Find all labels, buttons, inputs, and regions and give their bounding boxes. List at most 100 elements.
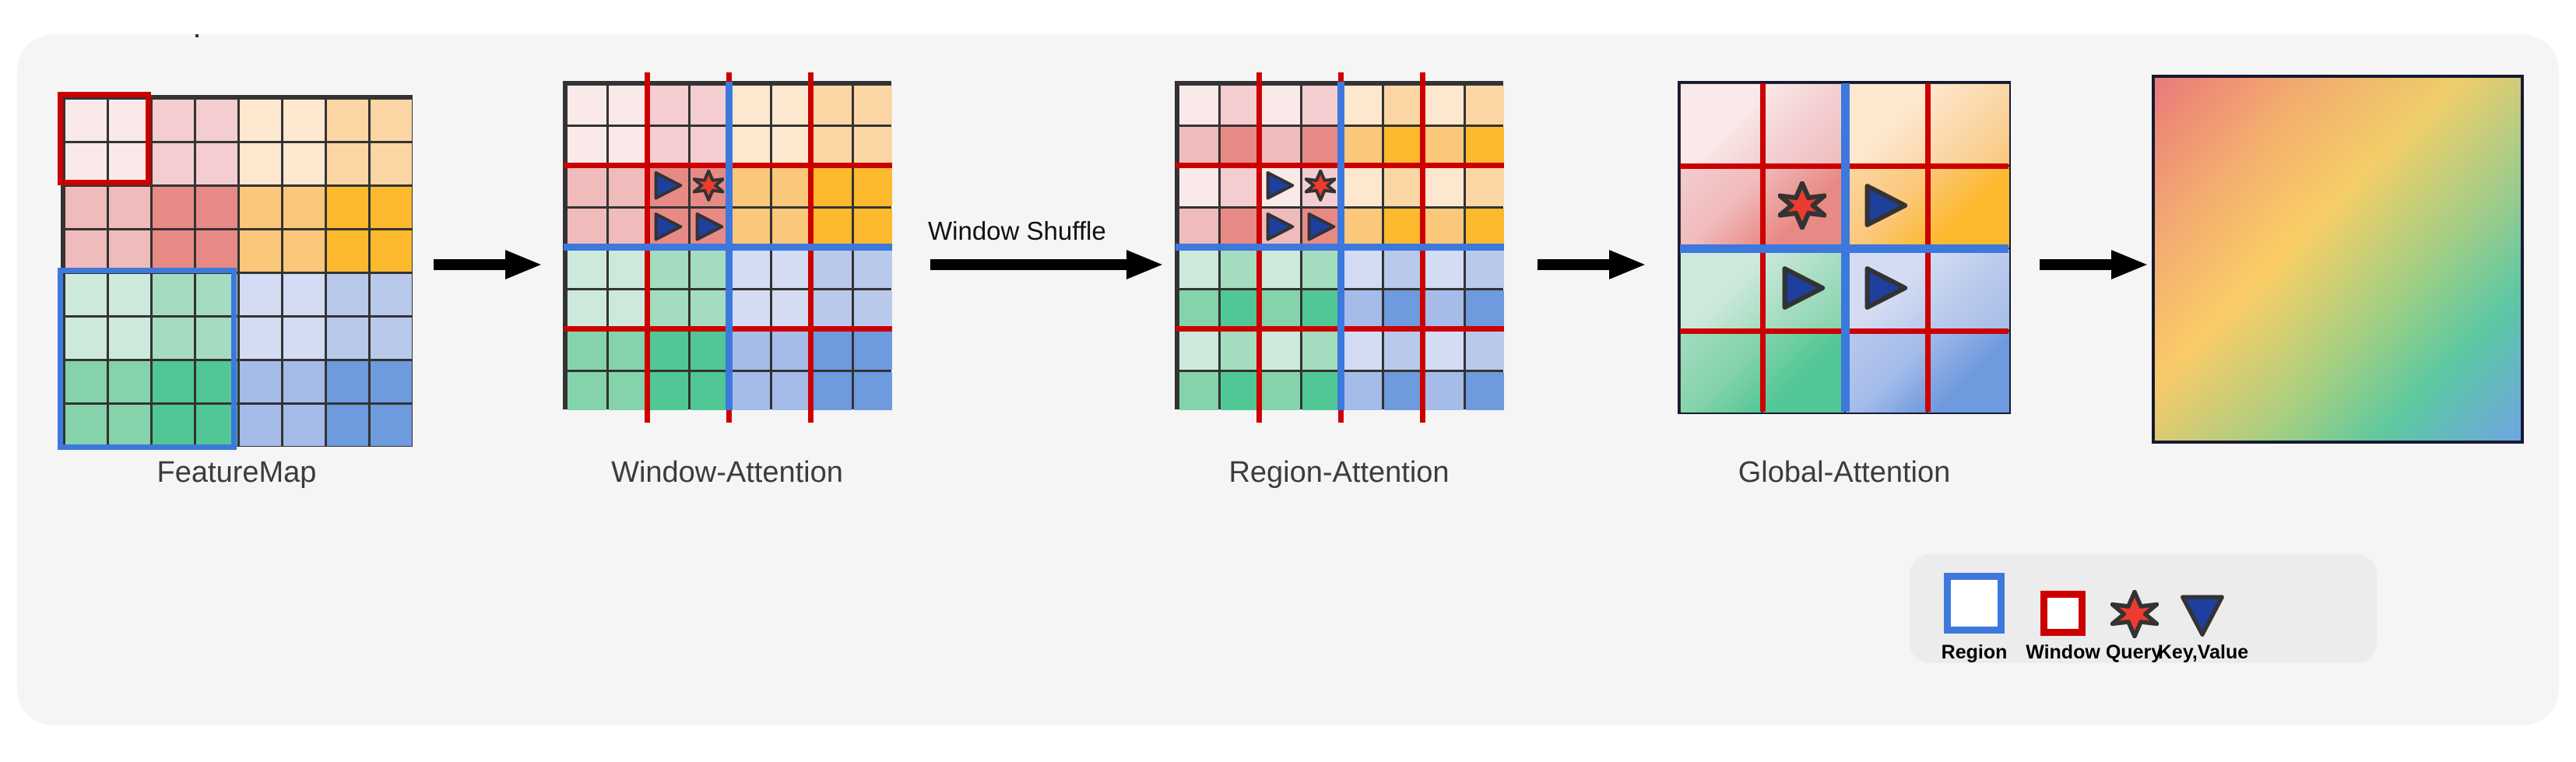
grid-cell <box>608 208 647 247</box>
keyvalue-triangle-icon <box>1782 266 1826 310</box>
grid-cell <box>1763 84 1844 165</box>
grid-cell <box>1179 331 1218 370</box>
featuremap-grid <box>61 95 413 447</box>
grid-cell <box>1383 331 1422 370</box>
grid-cell <box>649 126 688 165</box>
legend-region-label: Region <box>1941 641 2008 663</box>
grid-cell <box>65 100 107 141</box>
grid-cell <box>1261 371 1300 410</box>
grid-cell <box>813 249 852 288</box>
grid-cell <box>568 86 606 125</box>
grid-cell <box>649 290 688 328</box>
grid-cell <box>1465 167 1504 206</box>
grid-cell <box>153 143 194 184</box>
grid-cell <box>1179 290 1218 328</box>
grid-cell <box>731 371 770 410</box>
grid-cell <box>327 230 368 272</box>
grid-cell <box>1681 84 1762 165</box>
query-star-icon <box>1304 170 1336 202</box>
grid-cell <box>771 167 810 206</box>
grid-cell <box>813 167 852 206</box>
grid-cell <box>1302 290 1341 328</box>
grid-cell <box>1425 167 1464 206</box>
grid-cell <box>1302 371 1341 410</box>
grid-cell <box>1383 86 1422 125</box>
grid-cell <box>1465 290 1504 328</box>
grid-cell <box>196 143 237 184</box>
grid-cell <box>1220 126 1259 165</box>
grid-cell <box>813 331 852 370</box>
grid-cell <box>1928 84 2009 165</box>
grid-cell <box>65 405 107 446</box>
grid-cell <box>1261 290 1300 328</box>
keyvalue-triangle-icon <box>654 212 683 241</box>
grid-cell <box>109 100 150 141</box>
grid-cell <box>1179 167 1218 206</box>
grid-cell <box>1425 371 1464 410</box>
featuremap-window-box <box>58 92 151 185</box>
grid-cell <box>771 126 810 165</box>
grid-cell <box>608 126 647 165</box>
grid-cell <box>1261 86 1300 125</box>
grid-cell <box>731 331 770 370</box>
grid-cell <box>568 167 606 206</box>
legend-query-swatch <box>2110 589 2160 642</box>
grid-cell <box>196 318 237 359</box>
grid-cell <box>371 318 412 359</box>
grid-cell <box>109 230 150 272</box>
grid-cell <box>153 187 194 228</box>
grid-cell <box>1220 290 1259 328</box>
grid-cell <box>1261 249 1300 288</box>
grid-cell <box>731 167 770 206</box>
legend-keyvalue-swatch <box>2179 592 2226 642</box>
keyvalue-triangle-icon <box>1864 184 1908 227</box>
query-star-icon <box>692 170 724 202</box>
grid-cell <box>608 167 647 206</box>
grid-cell <box>1425 86 1464 125</box>
grid-cell <box>65 361 107 402</box>
grid-cell <box>196 100 237 141</box>
grid-cell <box>813 126 852 165</box>
panel-window-attention <box>563 72 892 423</box>
panel-global-attention <box>1678 81 2011 414</box>
grid-cell <box>1465 249 1504 288</box>
caption-region-attention: Region-Attention <box>1228 456 1450 489</box>
grid-cell <box>690 126 729 165</box>
grid-cell <box>327 187 368 228</box>
arrow-global-to-output <box>2040 248 2149 286</box>
grid-cell <box>283 274 325 315</box>
grid-cell <box>1425 331 1464 370</box>
grid-cell <box>65 143 107 184</box>
grid-cell <box>371 361 412 402</box>
keyvalue-triangle-icon <box>1266 171 1295 200</box>
grid-cell <box>240 274 281 315</box>
grid-cell <box>109 361 150 402</box>
grid-cell <box>771 371 810 410</box>
panel-region-attention <box>1175 72 1504 423</box>
grid-cell <box>65 187 107 228</box>
grid-cell <box>853 86 892 125</box>
grid-cell <box>153 361 194 402</box>
grid-cell <box>1179 249 1218 288</box>
grid-cell <box>690 371 729 410</box>
grid-cell <box>1681 249 1762 330</box>
grid-cell <box>771 208 810 247</box>
grid-cell <box>771 249 810 288</box>
grid-cell <box>649 86 688 125</box>
legend-region-swatch <box>1944 573 2005 634</box>
grid-cell <box>853 208 892 247</box>
grid-cell <box>1220 331 1259 370</box>
arrow-window-to-region <box>930 248 1164 286</box>
grid-cell <box>153 405 194 446</box>
grid-cell <box>1425 249 1464 288</box>
grid-cell <box>853 126 892 165</box>
caption-window-attention: Window-Attention <box>611 456 843 489</box>
grid-cell <box>240 318 281 359</box>
grid-cell <box>1220 208 1259 247</box>
grid-cell <box>371 187 412 228</box>
grid-cell <box>1302 126 1341 165</box>
grid-cell <box>240 361 281 402</box>
stray-dot <box>195 34 199 37</box>
grid-cell <box>153 230 194 272</box>
grid-cell <box>608 331 647 370</box>
